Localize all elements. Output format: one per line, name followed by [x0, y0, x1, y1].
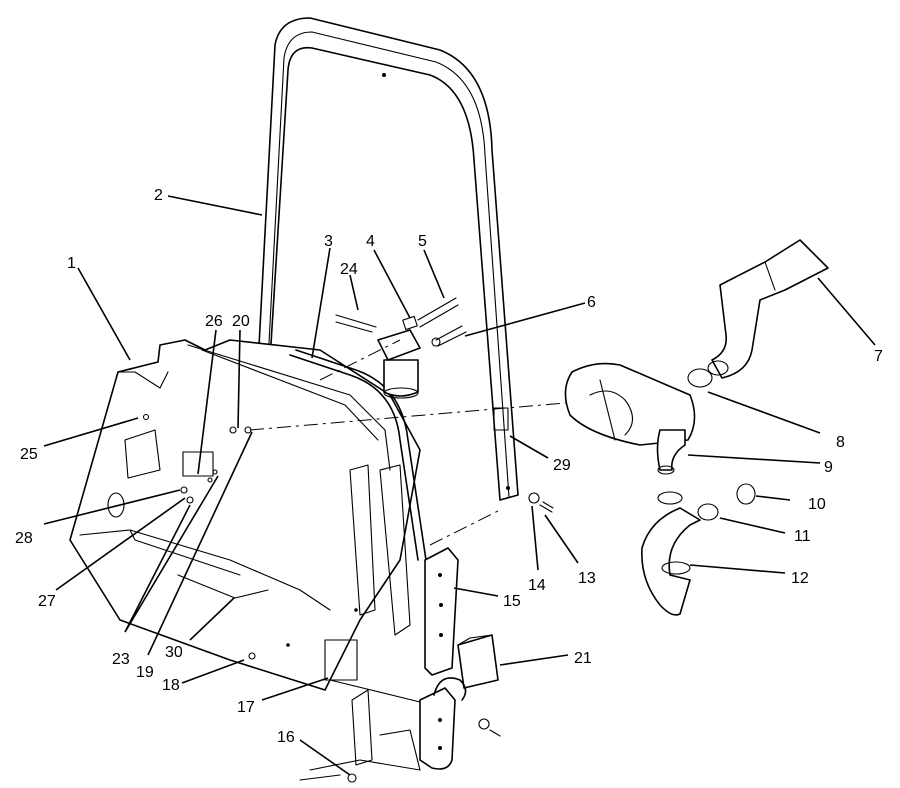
callout-29: 29 — [553, 457, 571, 474]
hood-panel — [69, 339, 421, 691]
intake-duct — [707, 239, 829, 379]
callout-10: 10 — [808, 496, 826, 513]
callout-26: 26 — [205, 313, 223, 330]
callout-8: 8 — [836, 434, 845, 451]
mount-brackets — [299, 547, 499, 781]
fuel-filter — [335, 297, 467, 399]
leader-lines — [43, 195, 876, 776]
callout-9: 9 — [824, 459, 833, 476]
callout-30: 30 — [165, 644, 183, 661]
roll-bar — [257, 17, 519, 501]
callout-20: 20 — [232, 313, 250, 330]
air-cleaner — [564, 362, 756, 616]
callout-4: 4 — [366, 233, 375, 250]
callout-11: 11 — [794, 528, 811, 545]
callout-15: 15 — [503, 593, 521, 610]
callout-24: 24 — [340, 261, 358, 278]
callout-13: 13 — [578, 570, 596, 587]
callout-1: 1 — [67, 255, 76, 272]
callout-7: 7 — [874, 348, 883, 365]
callout-28: 28 — [15, 530, 33, 547]
callout-5: 5 — [418, 233, 427, 250]
callout-17: 17 — [237, 699, 255, 716]
callout-16: 16 — [277, 729, 295, 746]
callout-labels: 1 2 3 4 5 6 7 8 9 10 11 12 13 14 15 16 1… — [15, 187, 883, 746]
callout-12: 12 — [791, 570, 809, 587]
callout-27: 27 — [38, 593, 56, 610]
callout-14: 14 — [528, 577, 546, 594]
callout-2: 2 — [154, 187, 163, 204]
callout-19: 19 — [136, 664, 154, 681]
assembly-centerlines — [249, 339, 601, 546]
callout-25: 25 — [20, 446, 38, 463]
callout-18: 18 — [162, 677, 180, 694]
callout-6: 6 — [587, 294, 596, 311]
callout-3: 3 — [324, 233, 333, 250]
callout-21: 21 — [574, 650, 592, 667]
callout-23: 23 — [112, 651, 130, 668]
